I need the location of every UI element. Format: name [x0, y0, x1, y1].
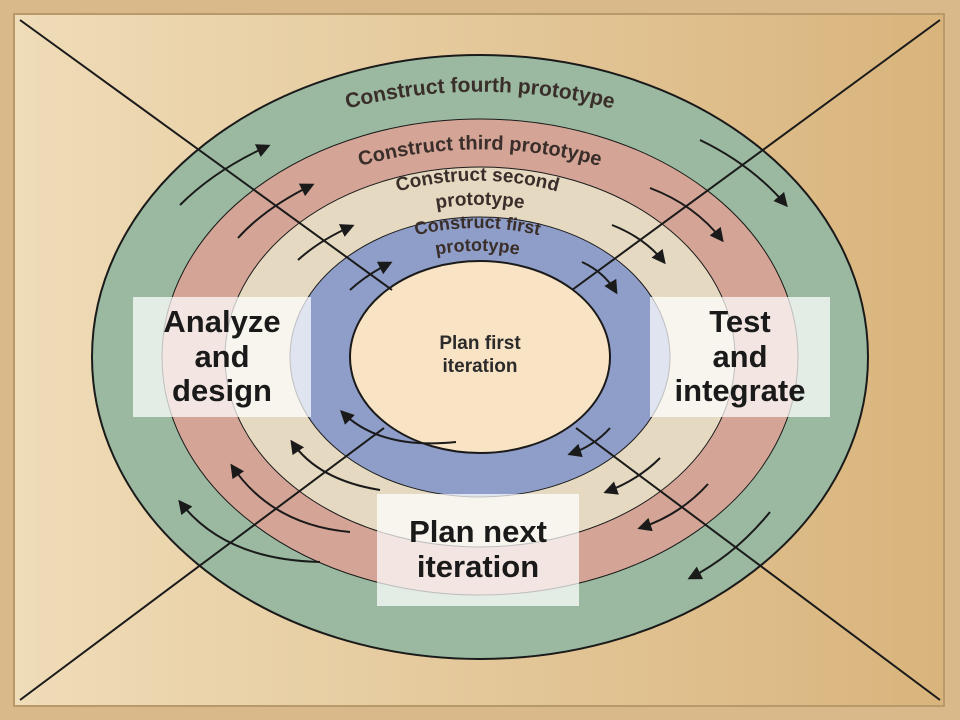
- center-label: Plan first iteration: [392, 332, 568, 378]
- phase-label-line: design: [172, 373, 272, 409]
- phase-label-line: and: [712, 338, 768, 374]
- center-label-line2: iteration: [442, 356, 518, 378]
- phase-label-line: iteration: [416, 549, 540, 584]
- arrow-icon: [178, 499, 321, 563]
- arrow-icon: [687, 511, 771, 580]
- phase-label-line: and: [194, 338, 250, 374]
- arrow-icon: [290, 439, 381, 491]
- phase-box-test-integrate: Test and integrate: [650, 297, 830, 417]
- arrow-icon: [237, 183, 315, 239]
- arrow-icon: [297, 224, 355, 261]
- arrow-icon: [179, 144, 271, 206]
- diagonal-line-top-left: [19, 19, 393, 291]
- arrow-icon: [567, 427, 611, 458]
- arrow-icon: [699, 139, 788, 208]
- center-label-line1: Plan first: [439, 333, 521, 354]
- arrow-icon: [649, 187, 724, 243]
- arrow-icon: [340, 410, 457, 445]
- arrow-icon: [581, 261, 618, 295]
- arrow-icon: [603, 457, 661, 495]
- phase-box-analyze-design: Analyze and design: [133, 297, 311, 417]
- arrow-icon: [637, 483, 709, 532]
- phase-label-line: Analyze: [163, 303, 281, 339]
- phase-label-line: integrate: [674, 373, 806, 409]
- diagonal-line-bottom-left: [19, 427, 385, 701]
- ring-label-second-line2: prototype: [434, 189, 526, 214]
- diagonal-line-bottom-right: [575, 427, 941, 701]
- diagonal-line-top-right: [571, 19, 941, 291]
- ring-label-first-line2: prototype: [434, 235, 522, 259]
- arrow-icon: [611, 224, 666, 265]
- center-circle: [349, 260, 611, 454]
- arrow-icon: [349, 261, 393, 291]
- arrow-icon: [230, 463, 351, 533]
- phase-label-line: Plan next: [409, 514, 547, 550]
- flow-arrows: [178, 139, 788, 580]
- phase-box-plan-next-iteration: Plan next iteration: [377, 494, 579, 606]
- phase-label-line: Test: [709, 303, 771, 339]
